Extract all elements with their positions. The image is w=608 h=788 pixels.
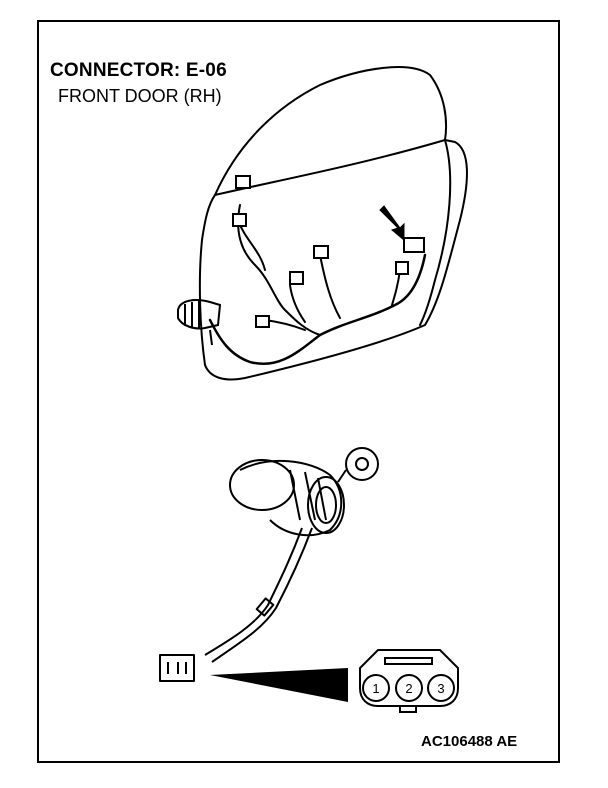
location-arrow xyxy=(379,205,405,242)
pin-2-label: 2 xyxy=(405,681,412,696)
mirror-motor-body xyxy=(229,459,295,511)
harness-connector-f xyxy=(395,261,409,275)
harness-connector-a xyxy=(235,175,251,189)
harness-branch-4 xyxy=(319,254,341,319)
harness-connector-e06 xyxy=(403,237,425,253)
door-belt-line xyxy=(214,139,446,196)
pin-3 xyxy=(427,674,455,702)
mounting-eyelet xyxy=(345,447,379,481)
pin-2 xyxy=(395,674,423,702)
main-harness-wire xyxy=(208,253,427,365)
harness-connector-c xyxy=(313,245,329,259)
pin-1 xyxy=(362,674,390,702)
harness-connector-e xyxy=(255,315,270,328)
harness-branch-5 xyxy=(264,319,306,331)
mirror-harness-wire xyxy=(204,527,303,656)
pin-1-label: 1 xyxy=(372,681,379,696)
harness-connector-d xyxy=(289,271,304,285)
door-inner-edge xyxy=(419,139,452,326)
door-grommet xyxy=(177,299,222,330)
view-wedge xyxy=(210,668,348,702)
harness-branch-1 xyxy=(237,204,321,336)
pin-3-label: 3 xyxy=(437,681,444,696)
figure-id: AC106488 AE xyxy=(421,733,518,750)
location-subtitle: FRONT DOOR (RH) xyxy=(58,86,222,106)
harness-branch-6 xyxy=(391,269,401,306)
harness-connector-b xyxy=(232,213,247,227)
harness-branch-3 xyxy=(289,284,306,323)
diagram-frame xyxy=(37,20,560,763)
connector-title: CONNECTOR: E-06 xyxy=(50,60,227,81)
